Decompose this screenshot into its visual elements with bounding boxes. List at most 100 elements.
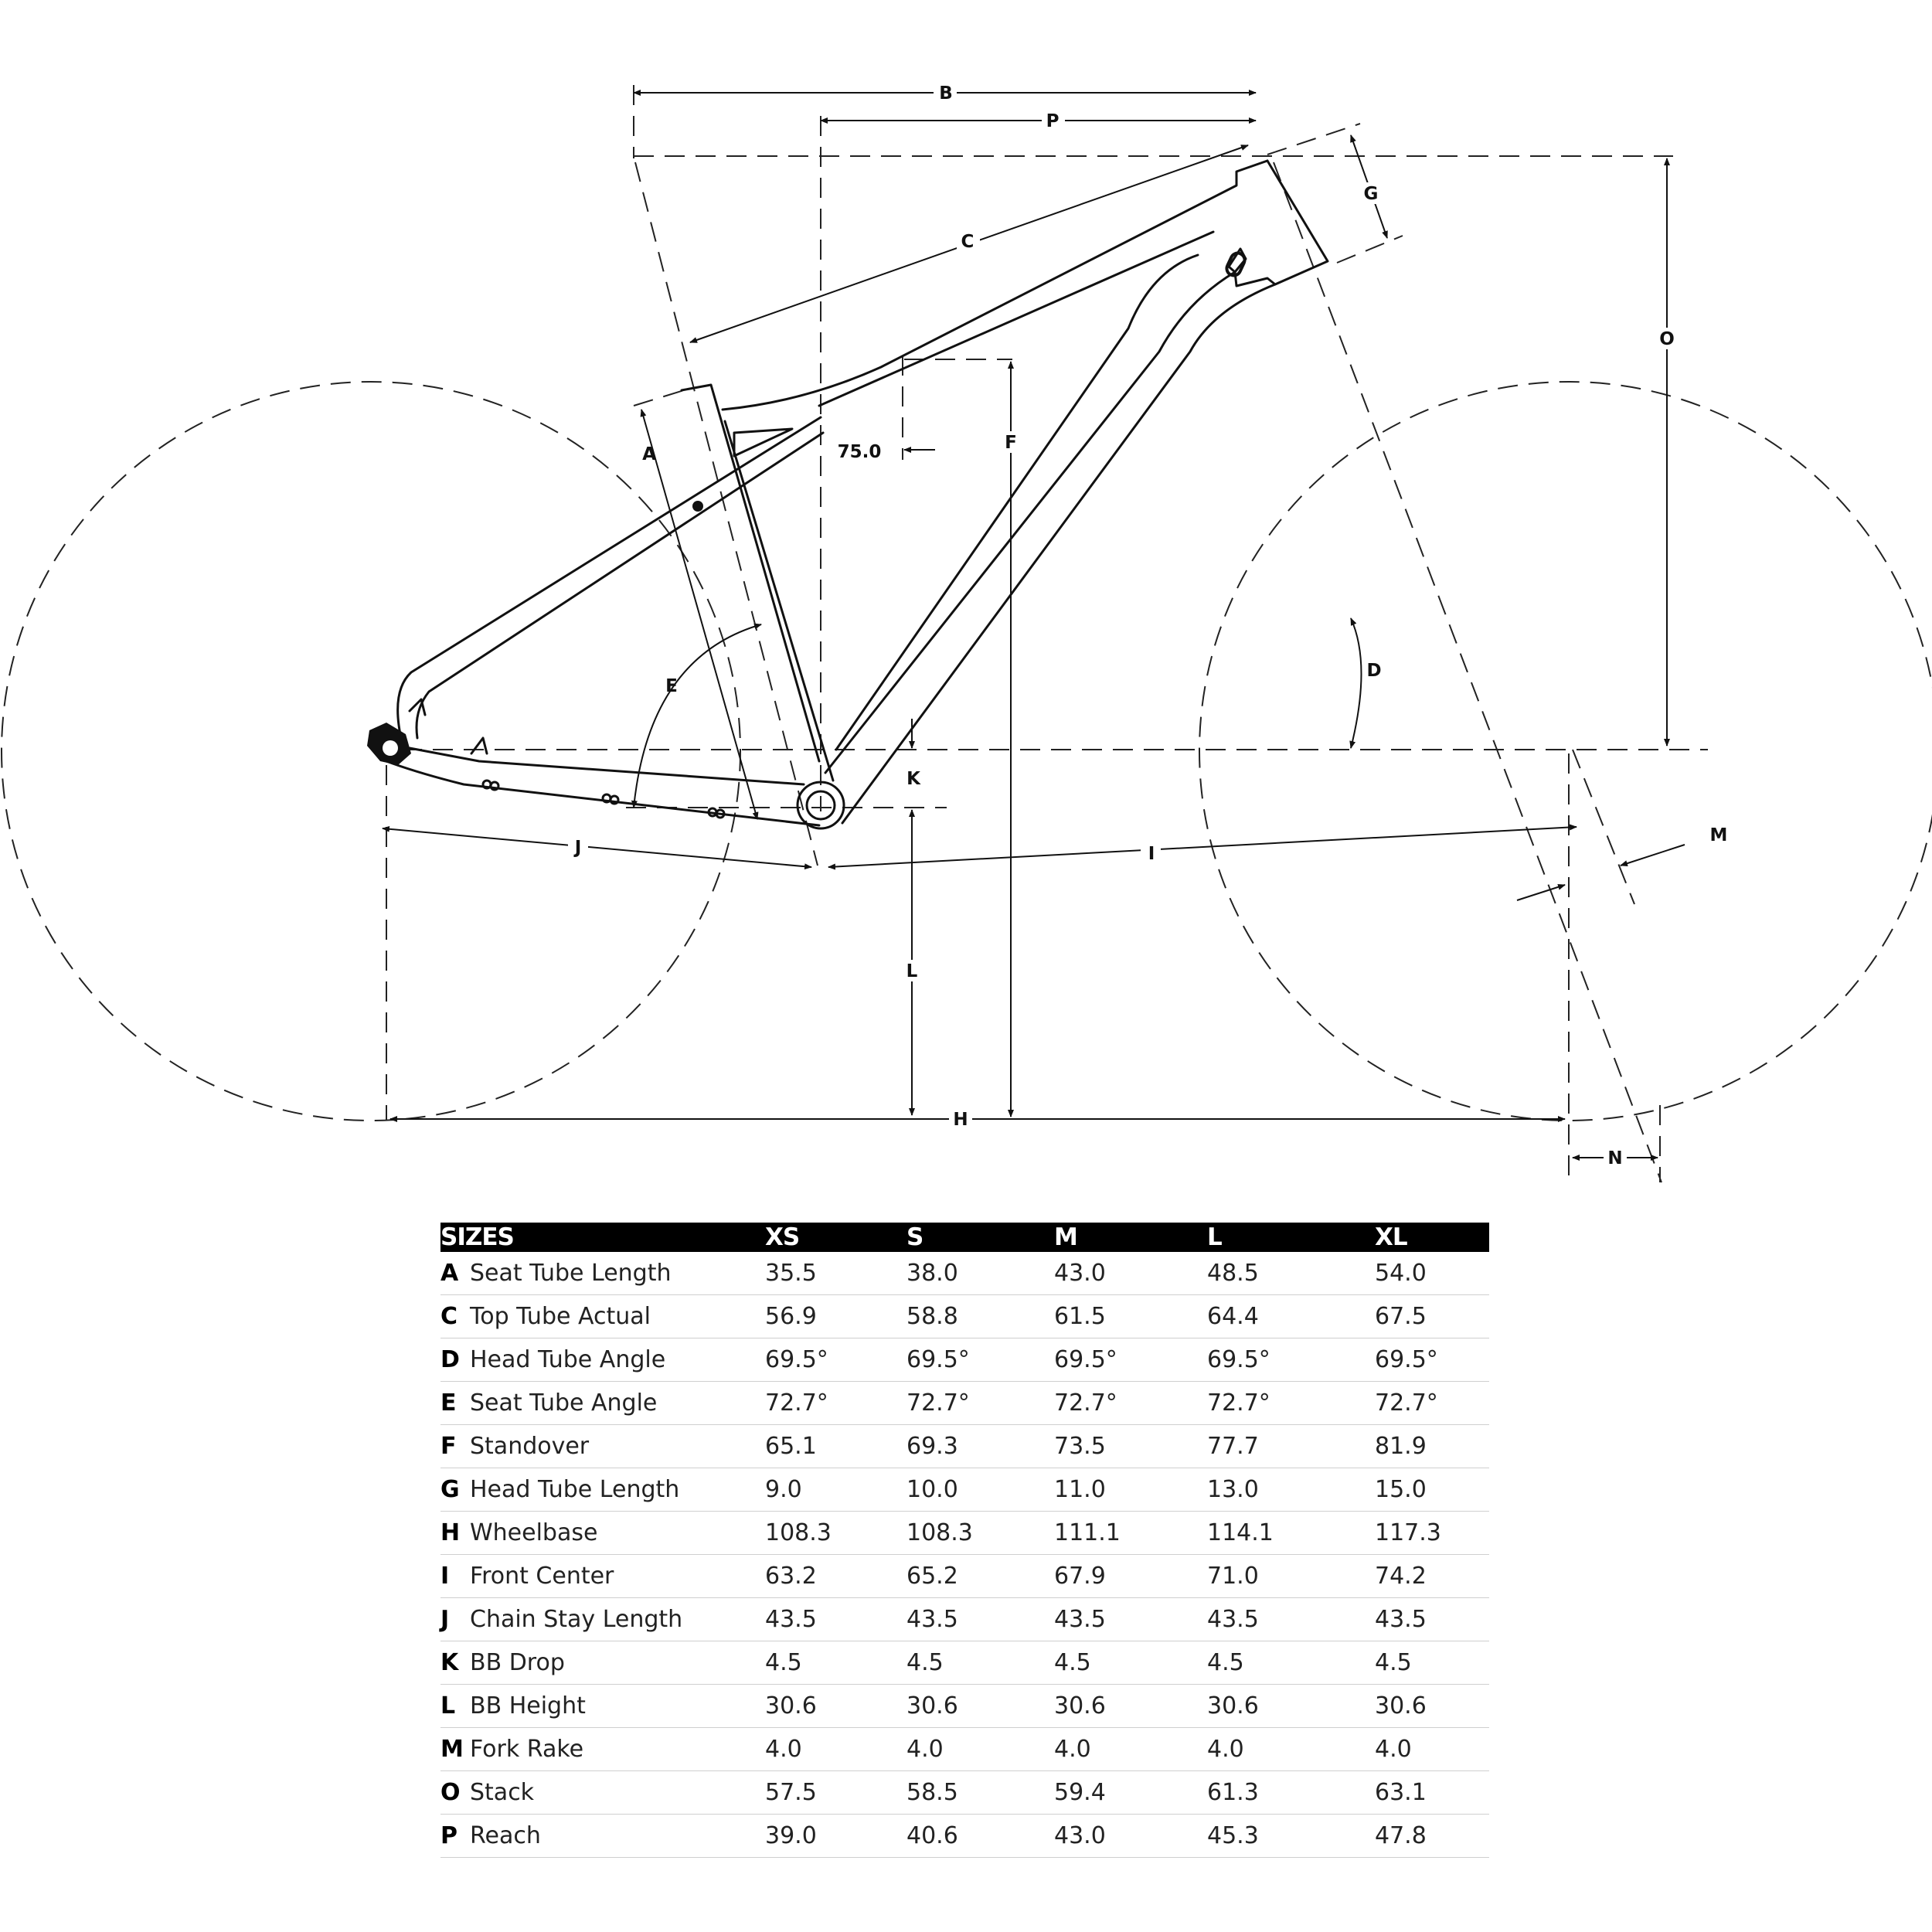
- row-value: 72.7°: [1054, 1381, 1207, 1425]
- row-value: 30.6: [1207, 1684, 1375, 1728]
- row-value: 43.5: [1207, 1597, 1375, 1641]
- row-code: E: [440, 1381, 470, 1425]
- row-value: 48.5: [1207, 1252, 1375, 1295]
- row-name: Seat Tube Angle: [470, 1381, 765, 1425]
- row-value: 43.5: [906, 1597, 1054, 1641]
- row-value: 58.8: [906, 1294, 1054, 1338]
- header-xs: XS: [765, 1223, 906, 1252]
- seat-tube-front: [723, 420, 835, 782]
- row-value: 54.0: [1375, 1252, 1489, 1295]
- label-n: N: [1607, 1148, 1622, 1168]
- row-value: 58.5: [906, 1770, 1054, 1815]
- row-value: 4.5: [1207, 1641, 1375, 1685]
- row-value: 69.5°: [1054, 1338, 1207, 1382]
- row-name: Front Center: [470, 1554, 765, 1598]
- label-i: I: [1148, 844, 1155, 864]
- row-name: Chain Stay Length: [470, 1597, 765, 1641]
- row-value: 72.7°: [765, 1381, 906, 1425]
- row-value: 67.9: [1054, 1554, 1207, 1598]
- row-value: 56.9: [765, 1294, 906, 1338]
- row-code: K: [440, 1641, 470, 1685]
- row-value: 108.3: [906, 1511, 1054, 1555]
- header-sizes: SIZES: [440, 1223, 765, 1252]
- bolt-3: [601, 793, 612, 804]
- row-name: Head Tube Angle: [470, 1338, 765, 1382]
- row-value: 11.0: [1054, 1468, 1207, 1512]
- row-value: 81.9: [1375, 1424, 1489, 1468]
- row-value: 57.5: [765, 1770, 906, 1815]
- row-code: G: [440, 1468, 470, 1512]
- label-l: L: [906, 961, 918, 981]
- brake-mount: [408, 698, 488, 755]
- dim-e-arc: [631, 623, 762, 808]
- row-value: 4.0: [1054, 1727, 1207, 1771]
- dim-i: [828, 824, 1577, 870]
- row-name: Fork Rake: [470, 1727, 765, 1771]
- label-f: F: [1005, 433, 1017, 453]
- row-value: 30.6: [906, 1684, 1054, 1728]
- row-value: 35.5: [765, 1252, 906, 1295]
- row-value: 69.3: [906, 1424, 1054, 1468]
- row-code: M: [440, 1727, 470, 1771]
- dim-d-arc: [1349, 617, 1362, 749]
- row-value: 67.5: [1375, 1294, 1489, 1338]
- row-value: 69.5°: [1375, 1338, 1489, 1382]
- row-value: 30.6: [1375, 1684, 1489, 1728]
- row-value: 43.5: [1375, 1597, 1489, 1641]
- row-value: 61.3: [1207, 1770, 1375, 1815]
- bottom-bracket-inner: [805, 790, 836, 821]
- row-value: 4.0: [765, 1727, 906, 1771]
- row-value: 72.7°: [1375, 1381, 1489, 1425]
- label-o: O: [1659, 329, 1675, 349]
- down-tube-lower: [835, 253, 1199, 751]
- row-value: 30.6: [765, 1684, 906, 1728]
- top-tube: [721, 159, 1269, 411]
- row-code: D: [440, 1338, 470, 1382]
- row-value: 38.0: [906, 1252, 1054, 1295]
- cable-port: [1225, 251, 1247, 277]
- row-value: 4.5: [1054, 1641, 1207, 1685]
- row-value: 45.3: [1207, 1814, 1375, 1858]
- top-tube-lower-edge: [818, 230, 1215, 407]
- bike-geometry-diagram: B P C G O F 75.0 A E D K L I J H M N: [1, 82, 1932, 1183]
- row-value: 43.0: [1054, 1814, 1207, 1858]
- row-code: O: [440, 1770, 470, 1815]
- chain-stay-upper: [408, 747, 805, 786]
- header-xl: XL: [1375, 1223, 1489, 1252]
- row-name: Stack: [470, 1770, 765, 1815]
- row-value: 111.1: [1054, 1511, 1207, 1555]
- row-value: 69.5°: [765, 1338, 906, 1382]
- rear-axle: [383, 740, 398, 756]
- down-tube-bottom: [841, 283, 1277, 825]
- label-e: E: [665, 676, 678, 696]
- row-value: 4.5: [906, 1641, 1054, 1685]
- row-code: P: [440, 1814, 470, 1858]
- row-value: 43.5: [1054, 1597, 1207, 1641]
- label-b: B: [939, 83, 953, 104]
- header-m: M: [1054, 1223, 1207, 1252]
- row-value: 43.0: [1054, 1252, 1207, 1295]
- fork-offset-line: [1572, 749, 1635, 905]
- bolt-1: [481, 779, 492, 790]
- row-name: Head Tube Length: [470, 1468, 765, 1512]
- row-value: 117.3: [1375, 1511, 1489, 1555]
- steering-axis-line: [1273, 162, 1662, 1183]
- dim-m: [1620, 844, 1685, 867]
- label-a: A: [642, 444, 656, 464]
- row-value: 65.1: [765, 1424, 906, 1468]
- row-name: Wheelbase: [470, 1511, 765, 1555]
- label-k: K: [906, 769, 921, 789]
- row-value: 72.7°: [1207, 1381, 1375, 1425]
- head-tube-bottom-extension: [1336, 235, 1403, 264]
- row-code: A: [440, 1252, 470, 1295]
- seat-axis-line: [634, 162, 818, 866]
- label-c: C: [961, 232, 975, 252]
- bolt-2: [489, 781, 500, 791]
- row-code: I: [440, 1554, 470, 1598]
- row-value: 114.1: [1207, 1511, 1375, 1555]
